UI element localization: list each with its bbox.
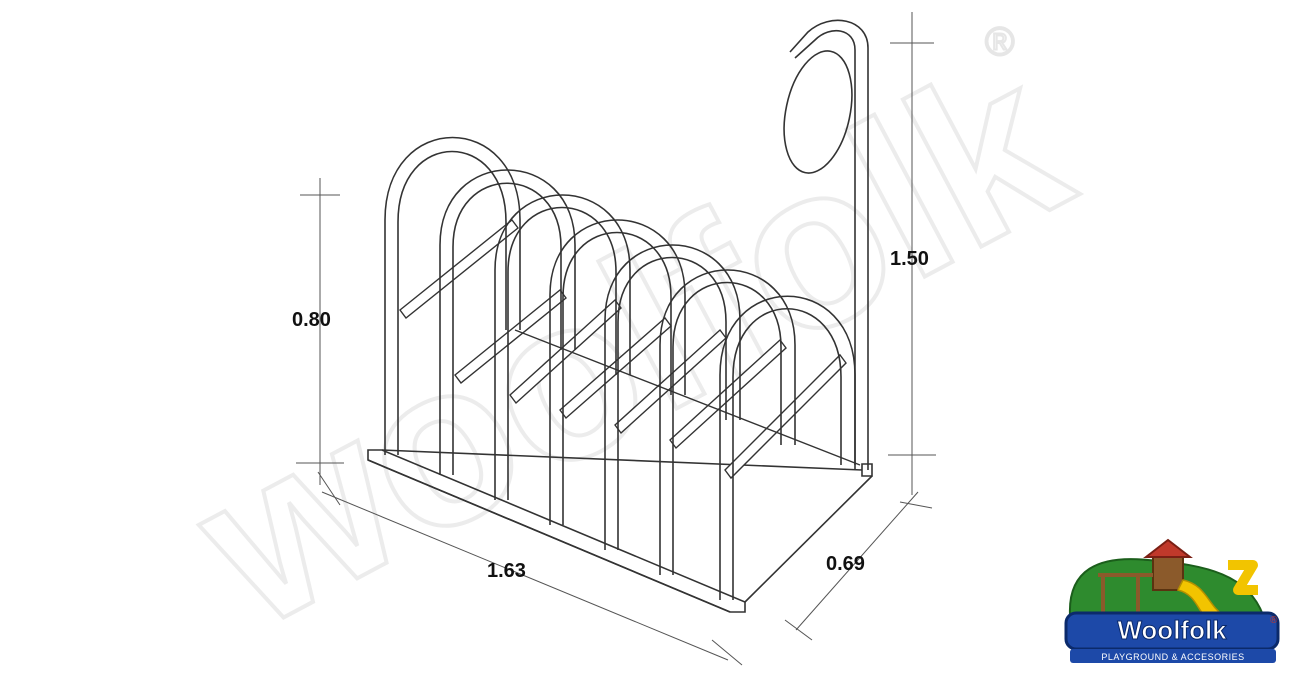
hoop-6: [659, 269, 796, 575]
hoop-7: [719, 295, 856, 600]
hoop-4: [549, 219, 686, 525]
dimension-lines: [296, 12, 936, 666]
sign-disc: [783, 50, 853, 174]
logo-tagline: PLAYGROUND & ACCESORIES: [1101, 652, 1244, 662]
dimension-label-height-rack: 0.80: [292, 309, 331, 331]
dim-line-depth: [795, 491, 919, 631]
watermark-text: woolfolk: [158, 10, 1104, 676]
hoops: [384, 136, 856, 600]
hoop-2: [439, 169, 576, 475]
logo-brand: Woolfolk: [1117, 615, 1227, 645]
crossbars: [399, 219, 861, 480]
dim-line-length: [321, 491, 729, 661]
logo-graphic: Woolfolk ® PLAYGROUND & ACCESORIES: [1064, 538, 1280, 663]
dimension-label-length: 1.63: [487, 560, 526, 582]
logo-registered: ®: [1270, 615, 1278, 626]
watermark: woolfolk ®: [156, 8, 1106, 678]
hoop-3: [494, 194, 631, 500]
sign-post: [783, 19, 869, 470]
dimension-label-depth: 0.69: [826, 553, 865, 575]
dimension-label-height-post: 1.50: [890, 248, 929, 270]
hoop-5: [604, 244, 741, 550]
woolfolk-logo: Woolfolk ® PLAYGROUND & ACCESORIES: [1058, 535, 1288, 670]
watermark-registered: ®: [985, 20, 1014, 64]
base-rail: [367, 449, 873, 613]
hoop-1: [384, 136, 521, 455]
